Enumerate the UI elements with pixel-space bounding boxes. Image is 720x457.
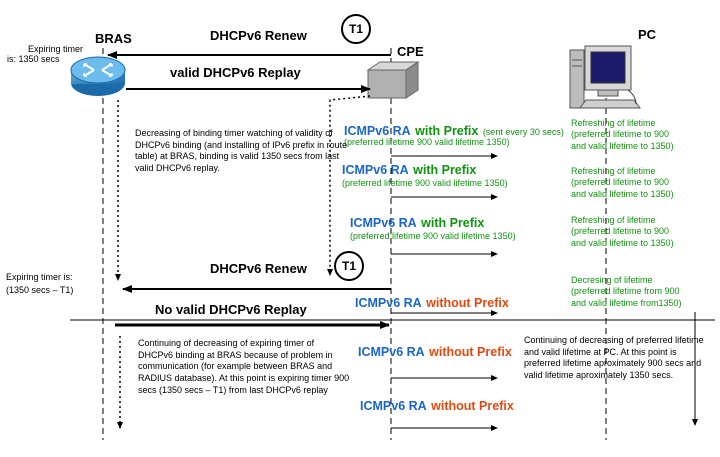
- pc-label: PC: [638, 27, 657, 42]
- cpe-box-icon: [366, 61, 420, 99]
- continuing-pc-note: Continuing of decreasing of preferred li…: [524, 335, 704, 381]
- decreasing-line3: and valid lifetime from1350): [571, 297, 682, 308]
- refreshing-note-2: Refreshing of lifetime (preferred lifeti…: [571, 166, 674, 200]
- refreshing-line2: (preferred lifetime to 900: [571, 129, 670, 140]
- ra-name: ICMPv6 RA: [342, 163, 409, 177]
- ra-without-prefix-3: ICMPv6 RA without Prefix: [360, 397, 514, 415]
- ra-name: ICMPv6 RA: [350, 216, 417, 230]
- ra-with-prefix-2: ICMPv6 RA with Prefix: [342, 161, 476, 179]
- ra-name: ICMPv6 RA: [355, 296, 422, 310]
- binding-timer-note: Decreasing of binding timer watching of …: [135, 128, 348, 174]
- refreshing-line2: (preferred lifetime to 900: [571, 226, 670, 237]
- no-valid-replay-label: No valid DHCPv6 Replay: [155, 302, 307, 317]
- ra-without-prefix-2: ICMPv6 RA without Prefix: [358, 343, 512, 361]
- ra-suffix: with Prefix: [415, 124, 479, 138]
- t1-marker-1: T1: [341, 14, 371, 44]
- ra-name: ICMPv6 RA: [344, 124, 411, 138]
- refreshing-line3: and valid lifetime to 1350): [571, 237, 674, 248]
- ra-name: ICMPv6 RA: [358, 345, 425, 359]
- refreshing-line2: (preferred lifetime to 900: [571, 177, 670, 188]
- ra-without-prefix-1: ICMPv6 RA without Prefix: [355, 294, 509, 312]
- refreshing-line1: Refreshing of lifetime: [571, 166, 656, 176]
- ra-with-prefix-1: ICMPv6 RA with Prefix (sent every 30 sec…: [344, 122, 564, 140]
- cpe-label: CPE: [397, 44, 424, 59]
- refreshing-note-3: Refreshing of lifetime (preferred lifeti…: [571, 215, 674, 249]
- expiring-timer-top-line2: is: 1350 secs: [7, 54, 60, 64]
- decreasing-line1: Decresing of lifetime: [571, 275, 653, 285]
- refreshing-line3: and valid lifetime to 1350): [571, 188, 674, 199]
- expiring-timer-mid-line2: (1350 secs – T1): [6, 285, 74, 295]
- continuing-bras-note: Continuing of decreasing of expiring tim…: [138, 338, 350, 395]
- ra-suffix: without Prefix: [426, 296, 509, 310]
- ra-suffix: with Prefix: [421, 216, 485, 230]
- ra-extra: (sent every 30 secs): [482, 127, 564, 137]
- refreshing-line3: and valid lifetime to 1350): [571, 140, 674, 151]
- renew-label-2: DHCPv6 Renew: [210, 261, 307, 276]
- t1-marker-2: T1: [334, 251, 364, 281]
- cpe-timer-dotted-path: [327, 95, 371, 276]
- decreasing-note: Decresing of lifetime (preferred lifetim…: [571, 275, 682, 309]
- valid-replay-label: valid DHCPv6 Replay: [170, 65, 301, 80]
- bras-label: BRAS: [95, 31, 132, 46]
- ra-suffix: without Prefix: [429, 345, 512, 359]
- expiring-timer-mid-line1: Expiring timer is:: [6, 272, 73, 282]
- ra-name: ICMPv6 RA: [360, 399, 427, 413]
- ra-suffix: without Prefix: [431, 399, 514, 413]
- ra-with-prefix-3: ICMPv6 RA with Prefix: [350, 214, 484, 232]
- expiring-timer-top-line1: Expiring timer: [28, 44, 84, 54]
- ra-with-prefix-1-detail: (preferred lifetime 900 valid lifetime 1…: [344, 137, 510, 147]
- ra-with-prefix-2-detail: (preferred lifetime 900 valid lifetime 1…: [342, 178, 508, 188]
- refreshing-note-1: Refreshing of lifetime (preferred lifeti…: [571, 118, 674, 152]
- ra-suffix: with Prefix: [413, 163, 477, 177]
- ra-with-prefix-3-detail: (preferred lifetime 900 valid lifetime 1…: [350, 231, 516, 241]
- pc-icon: [569, 45, 641, 109]
- refreshing-line1: Refreshing of lifetime: [571, 215, 656, 225]
- decreasing-line2: (preferred lifetime from 900: [571, 286, 680, 297]
- renew-label-1: DHCPv6 Renew: [210, 28, 307, 43]
- router-icon: [70, 56, 126, 96]
- refreshing-line1: Refreshing of lifetime: [571, 118, 656, 128]
